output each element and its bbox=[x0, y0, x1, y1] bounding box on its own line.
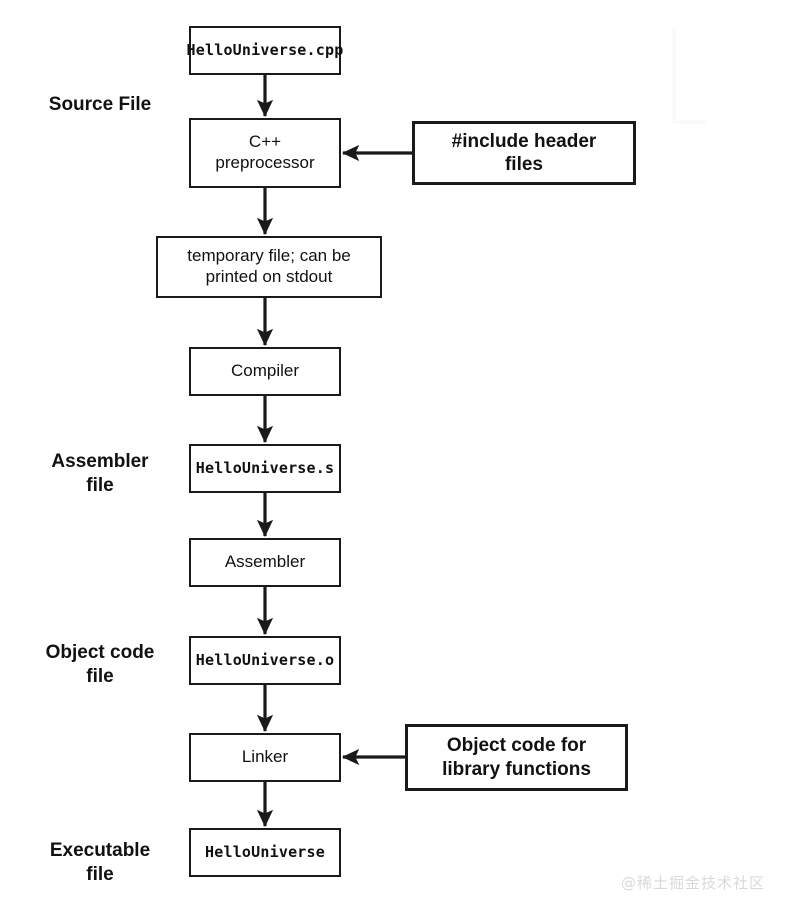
node-hellouniverse-o[interactable]: HelloUniverse.o bbox=[189, 636, 341, 685]
node-assembler[interactable]: Assembler bbox=[189, 538, 341, 587]
node-label: HelloUniverse bbox=[205, 843, 325, 862]
stage-label-text: Source File bbox=[48, 94, 152, 115]
node-hellouniverse-cpp[interactable]: HelloUniverse.cpp bbox=[186, 26, 344, 75]
node-label: HelloUniverse.s bbox=[195, 459, 335, 478]
watermark-text: @稀土掘金技术社区 bbox=[621, 874, 766, 892]
node-label: HelloUniverse.o bbox=[195, 651, 335, 670]
scan-artifact bbox=[672, 28, 676, 124]
node-label: C++preprocessor bbox=[215, 132, 315, 172]
stage-label-source-file: Source File bbox=[20, 93, 180, 117]
node-linker[interactable]: Linker bbox=[189, 733, 341, 782]
node-label: Assembler bbox=[224, 552, 306, 572]
node-label: Compiler bbox=[230, 361, 300, 381]
node-label: Linker bbox=[241, 747, 289, 767]
watermark: @稀土掘金技术社区 bbox=[621, 872, 765, 893]
node-cpp-preprocessor[interactable]: C++preprocessor bbox=[189, 118, 341, 188]
node-hellouniverse[interactable]: HelloUniverse bbox=[189, 828, 341, 877]
scan-artifact bbox=[672, 120, 706, 124]
node-compiler[interactable]: Compiler bbox=[189, 347, 341, 396]
node-hellouniverse-s[interactable]: HelloUniverse.s bbox=[189, 444, 341, 493]
node-label: HelloUniverse.cpp bbox=[186, 41, 344, 60]
